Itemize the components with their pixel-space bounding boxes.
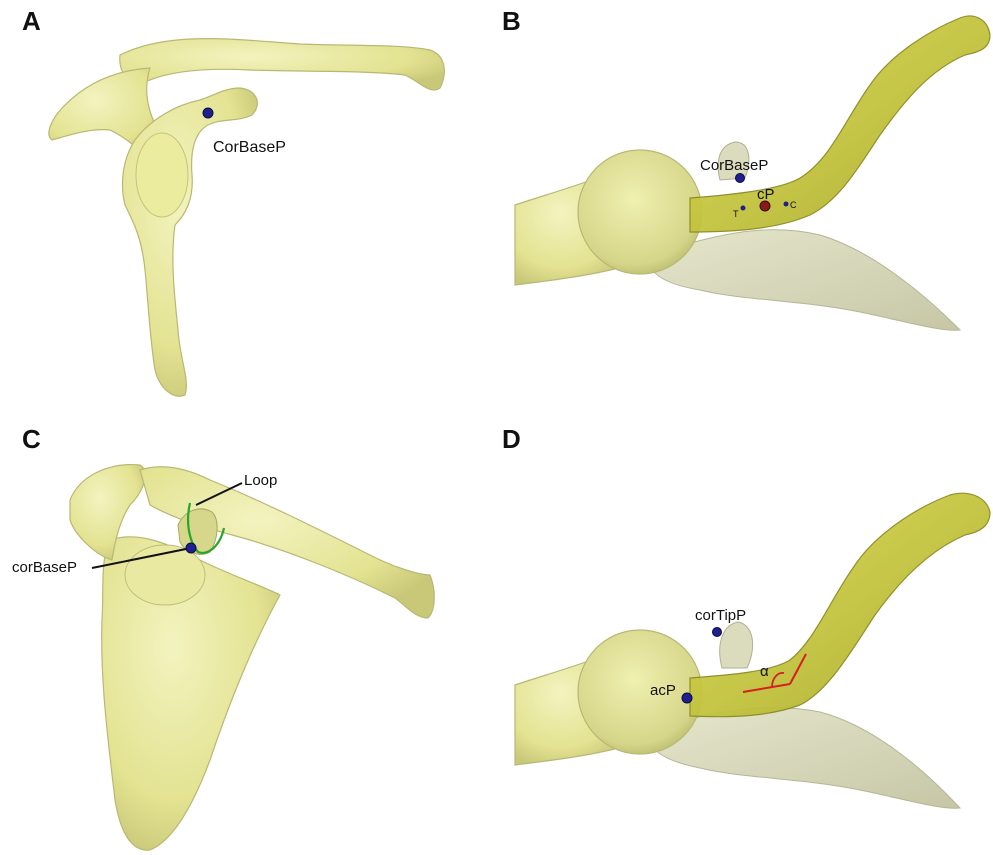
label-loop-c: Loop	[244, 472, 277, 489]
corbasep-landmark-c	[186, 543, 196, 553]
panel-d: corTipP acP α	[515, 493, 990, 808]
label-corbasep-b: CorBaseP	[700, 157, 768, 174]
ghost-coracoid-d	[720, 622, 753, 668]
label-alpha-d: α	[760, 663, 769, 680]
clavicle-shape	[120, 39, 445, 90]
ghost-scapula-shape-b	[649, 230, 960, 331]
coracoid-shape-c	[178, 509, 217, 555]
label-acp-d: acP	[650, 682, 676, 699]
panel-c: Loop corBaseP	[12, 465, 434, 851]
humeral-head-shape-d	[578, 630, 702, 754]
label-corbasep-c: corBaseP	[12, 559, 77, 576]
label-cp-b: cP	[757, 186, 775, 203]
label-cortipp-d: corTipP	[695, 607, 746, 624]
label-corbasep-a: CorBaseP	[213, 139, 286, 156]
cortipp-landmark-d	[713, 628, 722, 637]
corbasep-landmark-a	[203, 108, 213, 118]
label-c-b: C	[790, 200, 797, 210]
c-landmark-b	[784, 202, 789, 207]
clavicle-shape-b	[690, 16, 990, 232]
humeral-head-shape-b	[578, 150, 702, 274]
glenoid-face-shape	[136, 133, 188, 217]
corbasep-landmark-b	[736, 174, 745, 183]
panel-b: CorBaseP cP T C	[515, 16, 990, 330]
clavicle-shape-d	[690, 493, 990, 716]
acp-landmark-d	[682, 693, 692, 703]
t-landmark-b	[741, 206, 746, 211]
label-t-b: T	[733, 209, 739, 219]
panel-a: CorBaseP	[49, 39, 444, 397]
ghost-scapula-shape-d	[649, 708, 960, 809]
scapula-body-shape	[122, 88, 257, 396]
